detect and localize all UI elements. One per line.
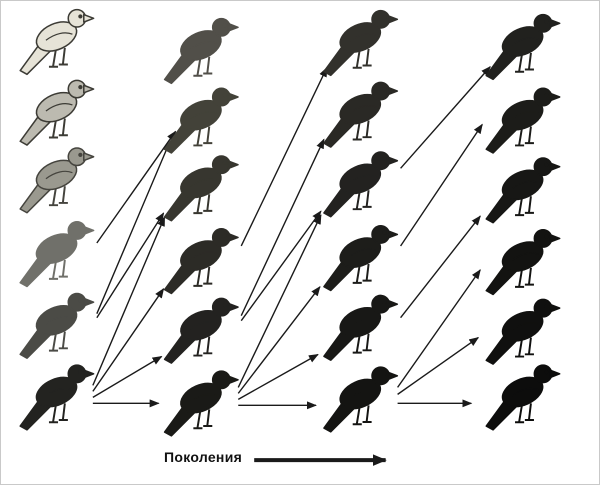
bird-generation-1-5 — [19, 292, 95, 360]
selection-arrows-layer — [92, 65, 491, 410]
selection-arrow — [400, 123, 483, 247]
bird-generation-2-6 — [163, 370, 240, 437]
bird-generation-1-3 — [19, 146, 95, 214]
selection-arrow — [397, 337, 480, 395]
bird-generation-2-2 — [163, 87, 240, 155]
bird-generation-3-1 — [322, 9, 399, 77]
bird-population-layer — [19, 8, 561, 437]
generations-label: Поколения — [164, 449, 243, 465]
bird-generation-4-5 — [485, 298, 561, 366]
selection-arrow — [237, 286, 321, 394]
bird-generation-3-6 — [322, 366, 399, 433]
selection-arrow — [400, 215, 481, 319]
bird-generation-1-2 — [19, 79, 95, 147]
selection-arrow — [237, 214, 322, 388]
selection-arrow — [92, 216, 166, 386]
selection-arrow — [92, 355, 163, 398]
bird-generation-3-2 — [322, 81, 399, 149]
bird-generation-3-3 — [322, 150, 399, 218]
bird-generation-4-1 — [485, 13, 561, 81]
bird-generation-2-5 — [163, 297, 240, 365]
bird-generation-4-2 — [485, 87, 561, 155]
bird-generation-4-6 — [485, 364, 561, 431]
bird-generation-1-1 — [19, 8, 95, 76]
selection-arrow — [397, 269, 481, 388]
bird-generation-2-1 — [163, 17, 240, 85]
selection-arrow — [96, 141, 171, 314]
selection-arrow — [400, 65, 491, 169]
selection-arrow — [237, 353, 319, 400]
selection-arrow — [240, 138, 325, 316]
selection-arrow — [96, 212, 165, 319]
selection-arrow — [96, 130, 177, 244]
selection-arrow — [240, 66, 328, 247]
bird-generation-3-5 — [322, 294, 399, 362]
bird-generation-2-4 — [163, 227, 240, 295]
bird-generation-1-4 — [19, 220, 95, 288]
selection-arrow — [92, 287, 165, 392]
bird-generation-4-4 — [485, 228, 561, 296]
bird-generation-3-4 — [322, 224, 399, 292]
bird-generation-2-3 — [163, 154, 240, 222]
bird-generation-4-3 — [485, 156, 561, 224]
bird-generation-1-6 — [19, 364, 95, 431]
selection-arrow — [240, 210, 322, 322]
